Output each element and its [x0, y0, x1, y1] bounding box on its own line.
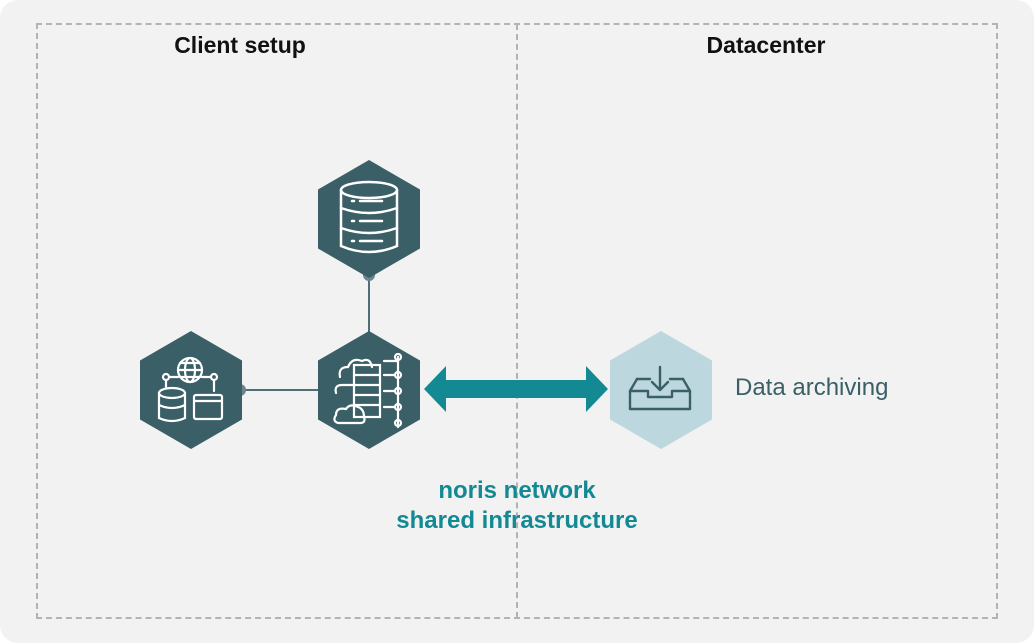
network-datacenter-icon [157, 356, 224, 423]
client-connector [240, 389, 320, 391]
client-setup-title: Client setup [174, 32, 306, 58]
inbox-download-icon [628, 365, 692, 411]
storage-connector [368, 276, 370, 334]
database-icon [339, 180, 399, 254]
archive-label: Data archiving [735, 374, 889, 401]
network-label-line2: shared infrastructure [396, 507, 638, 534]
bidirectional-arrow [424, 366, 608, 412]
network-label-line1: noris network [438, 477, 596, 504]
network-label: noris network shared infrastructure [317, 476, 717, 536]
cloud-server-icon [333, 352, 403, 429]
section-divider [516, 24, 518, 618]
datacenter-title: Datacenter [706, 32, 826, 58]
